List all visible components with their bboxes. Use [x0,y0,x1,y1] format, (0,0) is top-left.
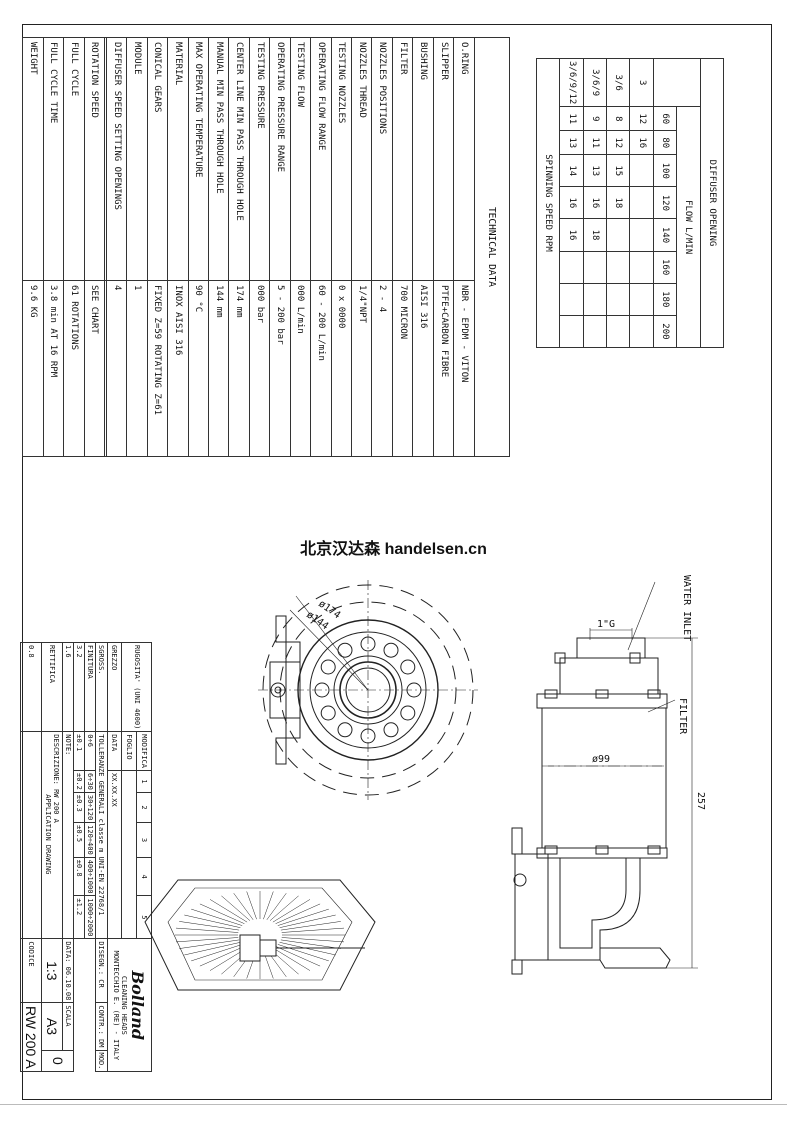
flange-bolt [383,642,399,658]
flange-bolt [320,705,336,721]
spray-ray [179,939,240,949]
page-bottom-rule [0,1104,787,1105]
flange-bolt [406,682,422,698]
spray-ray [280,939,341,949]
spray-ray [209,899,248,923]
flange-bolt [360,728,376,744]
spray-pattern-view [144,879,376,991]
flange-bolt [314,682,330,698]
spray-ray [191,908,243,926]
spray-ray [281,937,345,943]
height-label: 257 [695,792,706,810]
water-inlet-label: WATER INLET [681,575,692,641]
spray-ray [184,942,241,956]
flange-bolt [400,705,416,721]
drawing-sheet [22,24,772,1100]
flange-bolt [337,642,353,658]
flange-bolt [337,722,353,738]
flange-bolt [360,636,376,652]
flange-bolt [400,659,416,675]
spray-ray [191,944,243,962]
spray-ray [246,891,257,920]
spray-ray [269,895,299,921]
spray-ray [175,927,239,933]
spray-ray [221,895,251,921]
thread-label: 1"G [597,619,615,630]
spray-ray [275,903,321,924]
spray-ray [175,937,239,943]
spray-ray [179,921,240,931]
spray-ray [263,891,274,920]
spray-ray [199,946,245,967]
spray-ray [279,914,336,928]
spray-ray [277,944,329,962]
spray-ray [281,927,345,933]
spray-ray [275,946,321,967]
spray-ray [272,899,311,923]
spray-ray [233,893,254,920]
flange-bolt [383,722,399,738]
spray-ray [279,942,336,956]
spray-ray [199,903,245,924]
spray-ray [266,893,287,920]
spray-ray [272,947,311,971]
spray-ray [277,908,329,926]
spray-ray [280,921,341,931]
spray-ray [184,914,241,928]
side-view [289,581,698,975]
flange-bolt [320,659,336,675]
diameter-label: ø99 [592,754,610,765]
watermark-text: 北京汉达森 handelsen.cn [300,541,487,558]
filter-label: FILTER [677,698,688,735]
